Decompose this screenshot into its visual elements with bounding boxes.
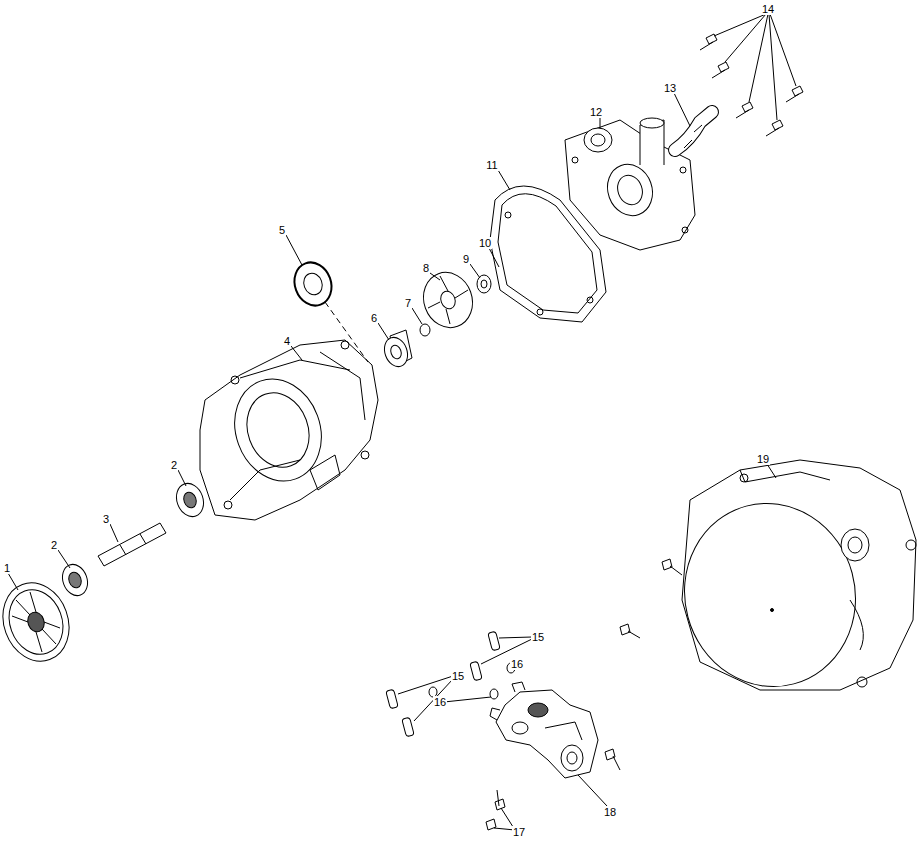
callout-number: 12 [589, 106, 603, 118]
callout-number: 16 [510, 658, 524, 670]
callout-number: 13 [663, 82, 677, 94]
callout-number: 15 [451, 670, 465, 682]
thermostat-housing [490, 682, 598, 778]
callout-number: 9 [462, 253, 470, 265]
callout-number: 11 [485, 159, 498, 171]
callout-number: 2 [170, 459, 178, 471]
callout-number: 15 [531, 631, 545, 643]
pump-housing [200, 340, 378, 520]
callout-number: 2 [50, 539, 58, 551]
callout-number: 5 [278, 224, 286, 236]
callout-number: 4 [283, 335, 291, 347]
callout-number: 14 [761, 3, 775, 15]
callout-number: 16 [433, 696, 447, 708]
callout-number: 7 [404, 297, 412, 309]
callout-number: 18 [603, 806, 617, 818]
callout-number: 8 [422, 262, 430, 274]
callout-number: 10 [478, 237, 492, 249]
bolt-set [700, 34, 803, 136]
callout-number: 19 [756, 453, 770, 465]
pump-cover [565, 118, 695, 250]
engine-cover [664, 460, 916, 706]
callout-number: 6 [370, 312, 378, 324]
callout-number: 1 [3, 562, 11, 574]
callout-number: 3 [102, 513, 110, 525]
callout-number: 17 [512, 826, 526, 838]
